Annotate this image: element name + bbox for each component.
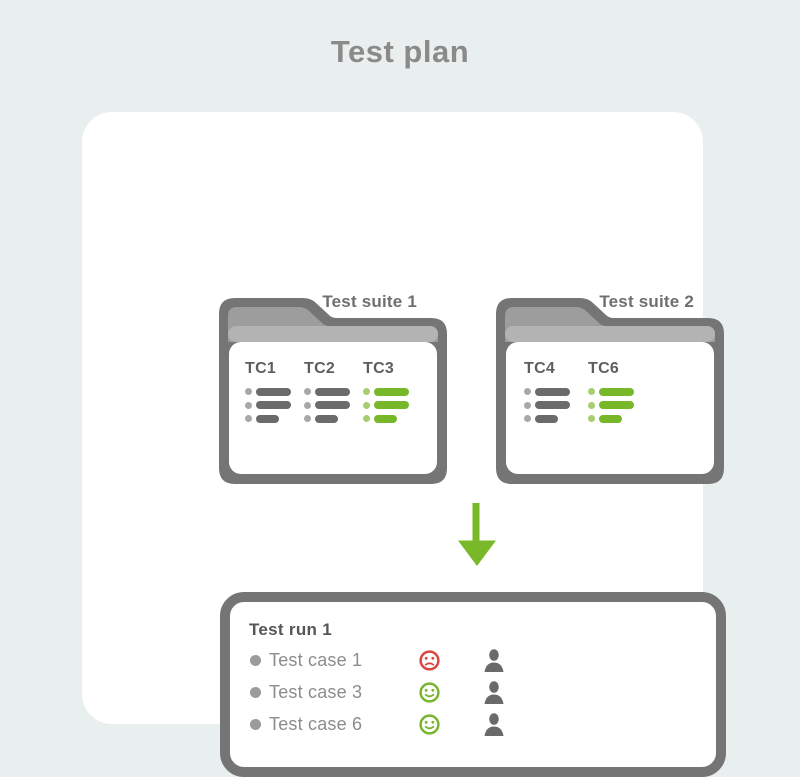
suite-label: Test suite 2 [599, 292, 694, 311]
list-lines-icon [524, 385, 574, 426]
test-suite-2-folder: Test suite 2 TC4 TC6 [496, 292, 724, 484]
test-case-row: Test case 6 [250, 713, 505, 736]
test-case-column: TC6 [588, 360, 638, 426]
bullet-icon [250, 655, 261, 666]
test-run-title: Test run 1 [249, 620, 332, 639]
test-case-column: TC2 [304, 360, 354, 426]
page-title: Test plan [330, 34, 470, 69]
test-run-box: Test run 1 Test case 1 [220, 592, 726, 777]
test-case-column: TC3 [363, 360, 413, 426]
diagram-card: Test suite 1 TC1 TC2 TC3 [82, 112, 726, 777]
test-suite-1-folder: Test suite 1 TC1 TC2 TC3 [219, 292, 447, 484]
test-case-name: TC2 [304, 360, 336, 377]
person-icon [484, 681, 504, 704]
test-run-rows: Test case 1 Test case 3 [250, 649, 505, 736]
down-arrow-icon [458, 503, 496, 566]
person-icon [484, 713, 504, 736]
list-lines-icon [304, 385, 354, 426]
test-case-name: TC4 [524, 360, 556, 377]
list-lines-icon [588, 385, 638, 426]
list-lines-icon [245, 385, 295, 426]
happy-face-icon [419, 682, 440, 703]
bullet-icon [250, 719, 261, 730]
bullet-icon [250, 687, 261, 698]
list-lines-icon [363, 385, 413, 426]
test-case-label: Test case 3 [269, 682, 363, 702]
test-case-column: TC1 [245, 360, 295, 426]
test-case-label: Test case 6 [269, 714, 363, 734]
suite-label: Test suite 1 [322, 292, 417, 311]
test-case-label: Test case 1 [269, 650, 363, 670]
test-case-row: Test case 3 [250, 681, 505, 704]
test-case-row: Test case 1 [250, 649, 505, 672]
test-case-column: TC4 [524, 360, 574, 426]
happy-face-icon [419, 714, 440, 735]
test-case-name: TC1 [245, 360, 277, 377]
test-case-name: TC6 [588, 360, 620, 377]
person-icon [484, 649, 504, 672]
test-case-name: TC3 [363, 360, 395, 377]
sad-face-icon [419, 650, 440, 671]
